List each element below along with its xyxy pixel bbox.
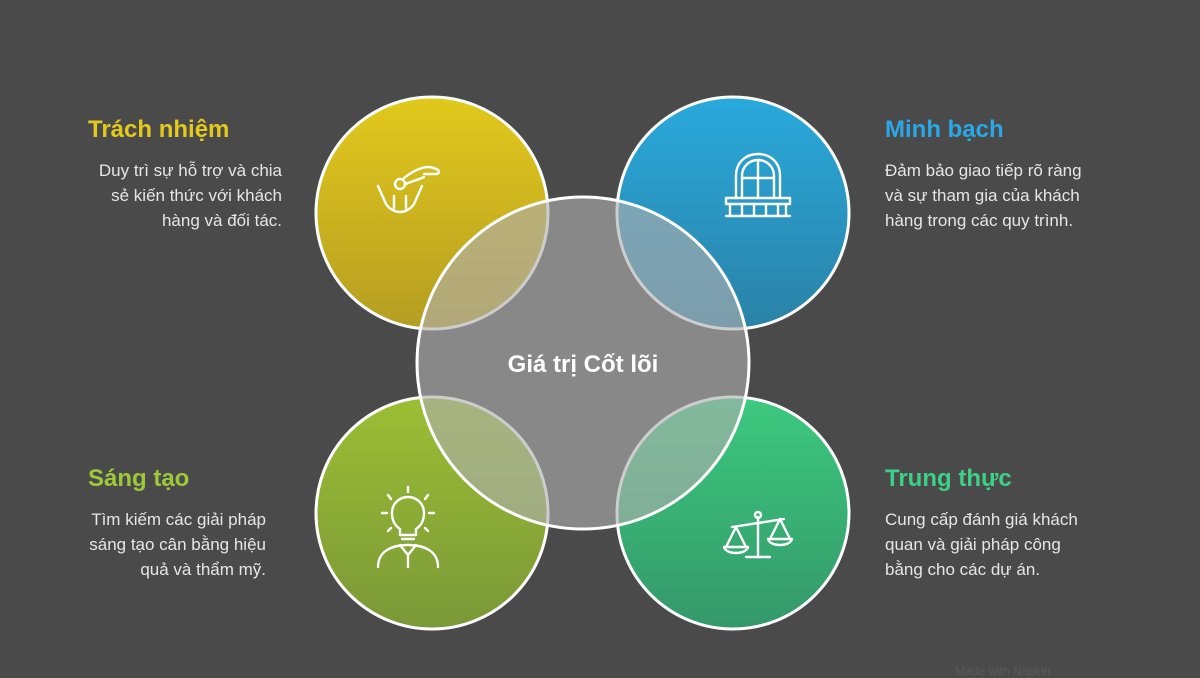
value-description: Đảm bảo giao tiếp rõ ràng và sự tham gia… — [885, 161, 1082, 230]
value-description: Cung cấp đánh giá khách quan và giải phá… — [885, 510, 1078, 579]
value-title: Trung thực — [885, 465, 1012, 492]
value-title: Sáng tạo — [88, 465, 190, 492]
value-block-trach-nhiem: Trách nhiệm Duy trì sự hỗ trợ và chia sẻ… — [88, 116, 282, 233]
window-balcony-icon — [724, 152, 792, 218]
value-block-minh-bach: Minh bạch Đảm bảo giao tiếp rõ ràng và s… — [885, 116, 1095, 233]
lightbulb-idea-icon — [376, 485, 440, 569]
value-block-trung-thuc: Trung thực Cung cấp đánh giá khách quan … — [885, 465, 1095, 582]
value-title: Trách nhiệm — [88, 116, 230, 143]
center-circle — [415, 195, 751, 531]
value-description: Duy trì sự hỗ trợ và chia sẻ kiến thức v… — [98, 161, 282, 230]
helping-hand-icon — [376, 165, 441, 214]
center-label: Giá trị Cốt lõi — [508, 351, 659, 378]
value-block-sang-tao: Sáng tạo Tìm kiếm các giải pháp sáng tạo… — [88, 465, 266, 582]
value-title: Minh bạch — [885, 116, 1004, 143]
balance-scale-icon — [722, 510, 794, 559]
value-description: Tìm kiếm các giải pháp sáng tạo cân bằng… — [89, 510, 266, 579]
watermark: Made with Napkin — [955, 664, 1051, 678]
